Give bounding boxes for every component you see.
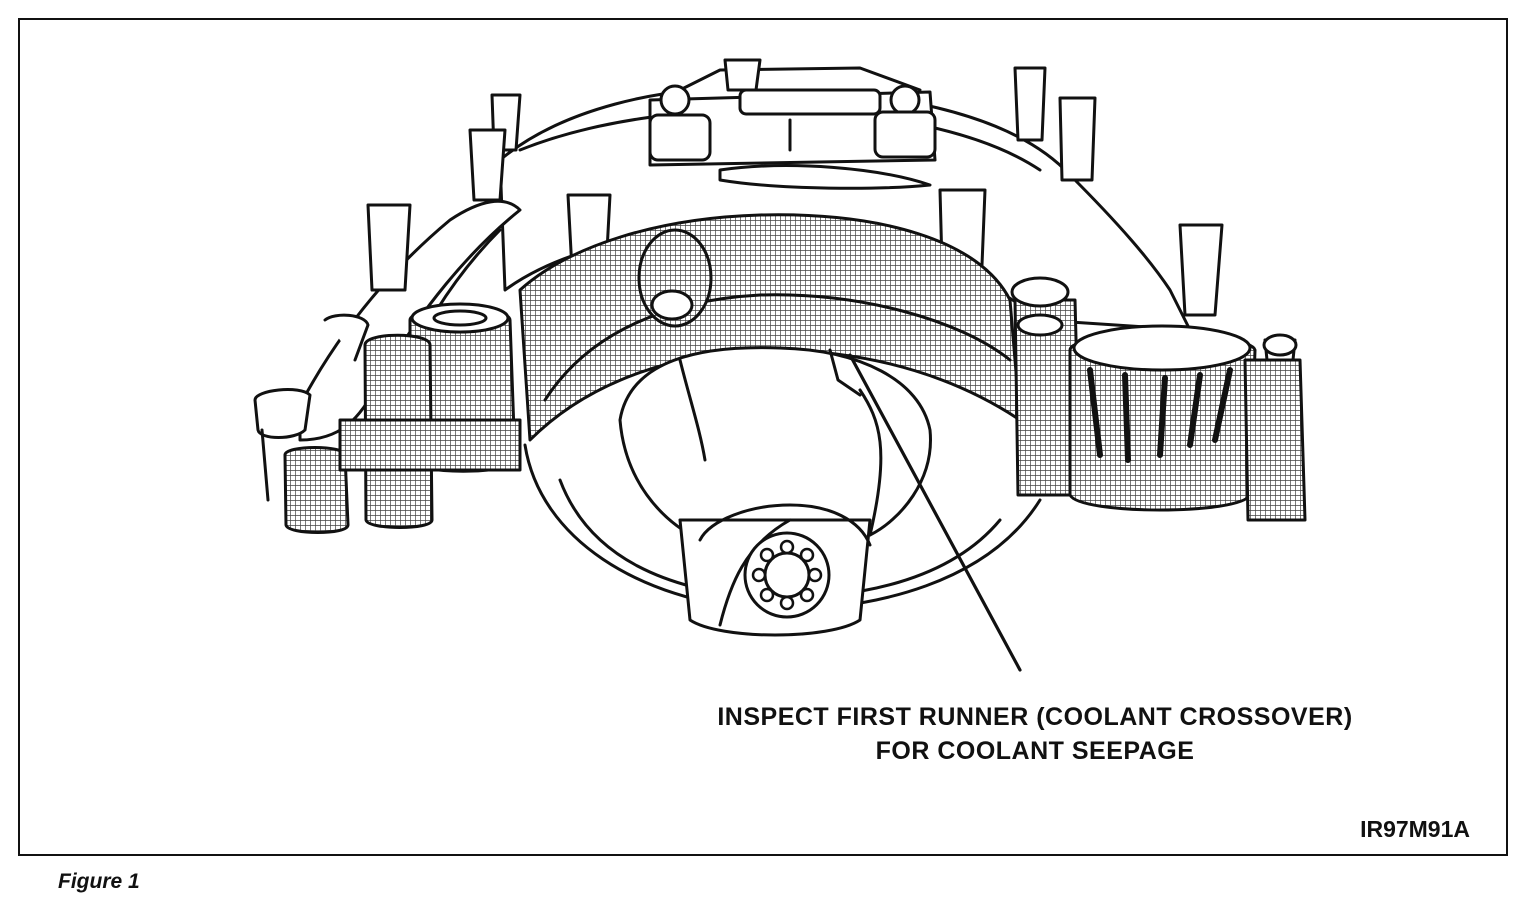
callout-line-1: INSPECT FIRST RUNNER (COOLANT CROSSOVER) <box>717 703 1353 731</box>
runner-opening <box>618 346 932 542</box>
callout-label: INSPECT FIRST RUNNER (COOLANT CROSSOVER)… <box>600 700 1470 768</box>
callout-leader <box>848 353 1022 672</box>
drawing-code: IR97M91A <box>1360 816 1470 842</box>
right-cup-ribs <box>1087 367 1233 463</box>
callout-line-2: FOR COOLANT SEEPAGE <box>875 737 1195 765</box>
figure-caption: Figure 1 <box>58 870 140 893</box>
